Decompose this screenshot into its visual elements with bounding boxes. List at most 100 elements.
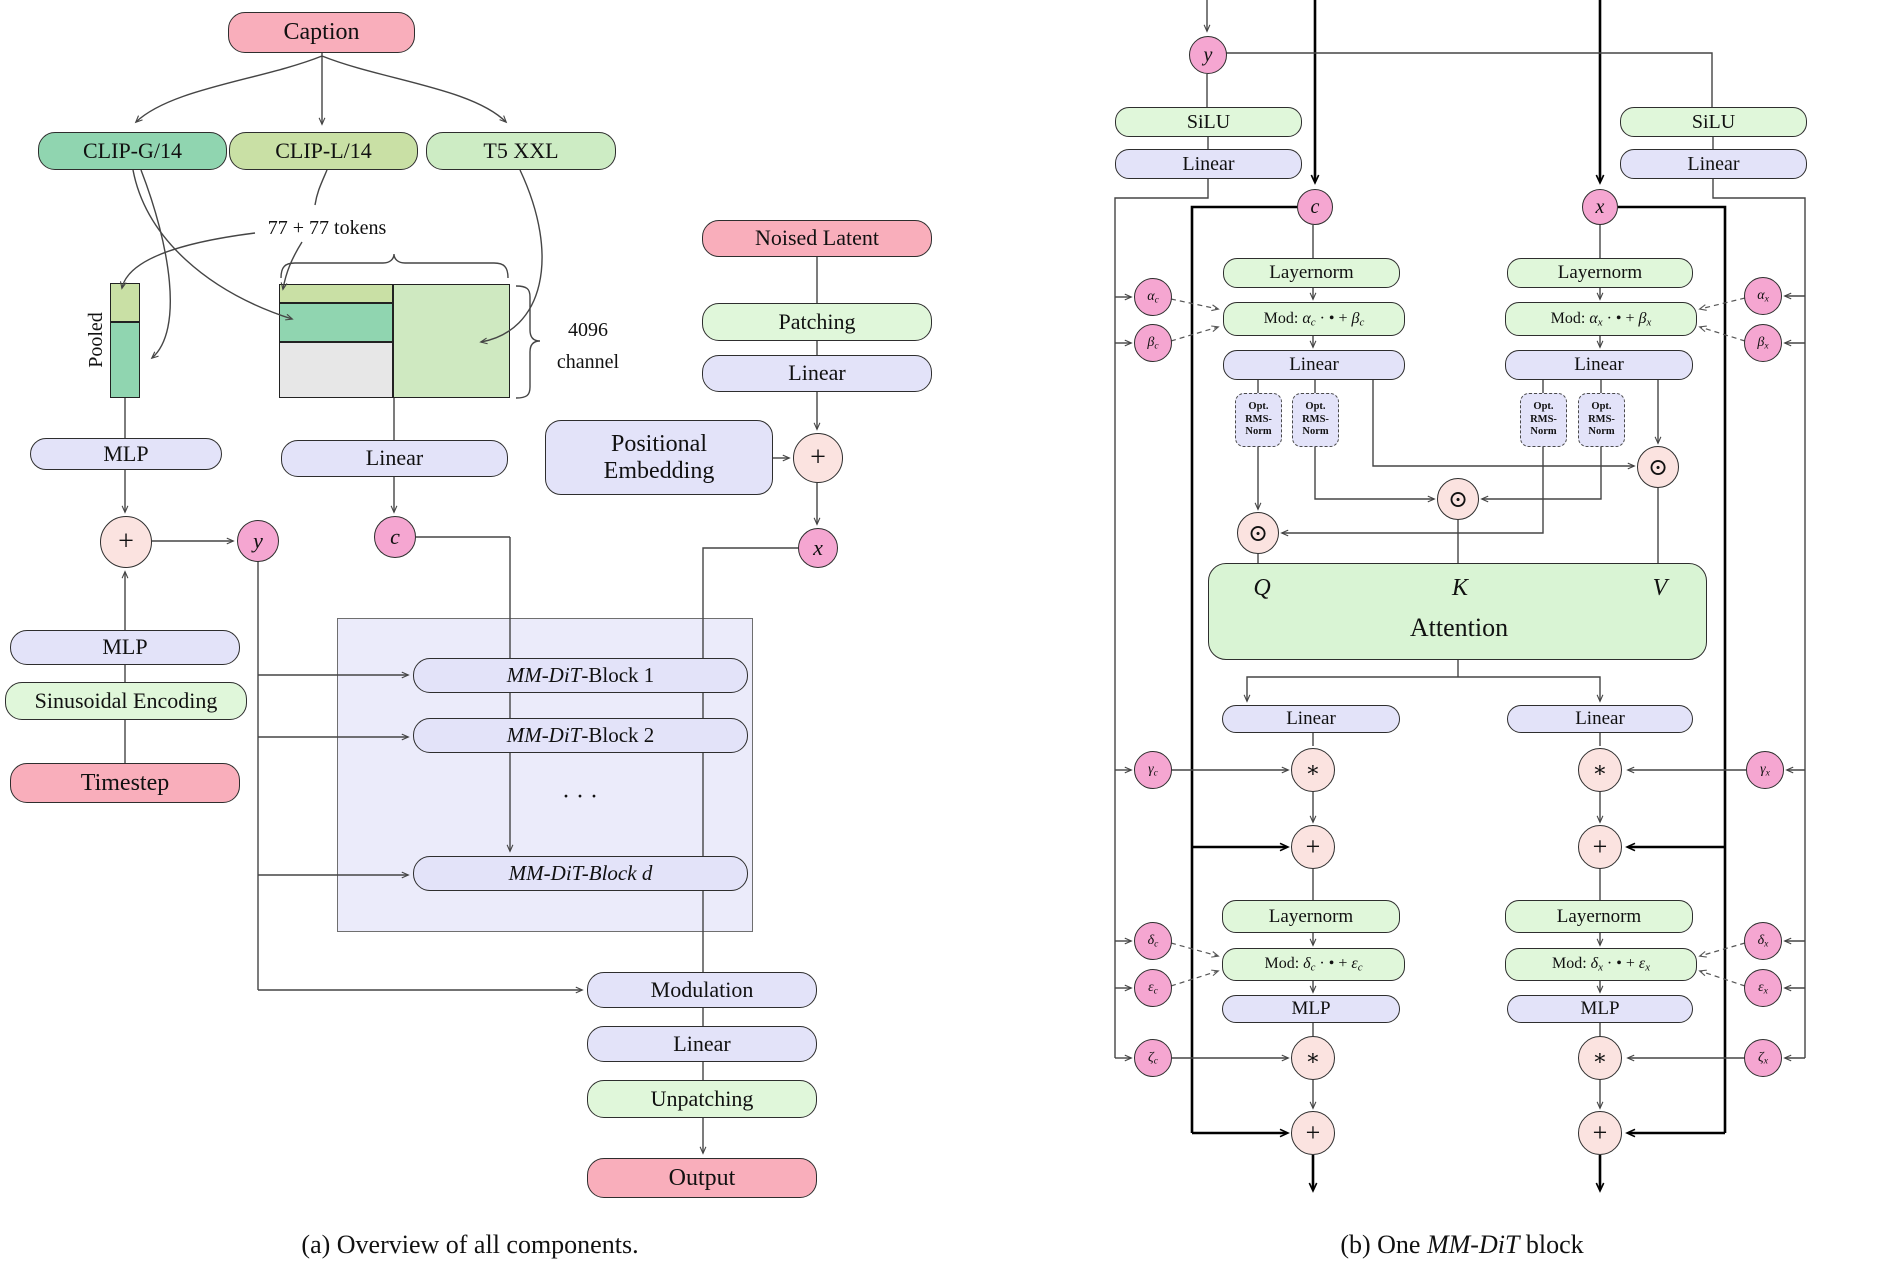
c-mlp-residual-node: + <box>1291 1111 1335 1155</box>
x-node: x <box>798 528 838 568</box>
zeta-x-param: ζx <box>1744 1039 1782 1077</box>
c-input-node: c <box>1297 189 1333 225</box>
x-k-rms-norm: Opt.RMS-Norm <box>1578 393 1625 447</box>
mmdit-block-1-name: MM-DiT <box>506 662 582 687</box>
x-attn-scale-node: ∗ <box>1578 748 1622 792</box>
attention-node: Q K V Attention <box>1208 563 1707 660</box>
c-silu: SiLU <box>1115 107 1302 137</box>
attention-output-wires <box>1243 660 1604 703</box>
token-matrix-clipg-strip <box>279 303 393 342</box>
attention-v-label: V <box>1652 575 1668 602</box>
clip-l-encoder: CLIP-L/14 <box>229 132 418 170</box>
positional-embedding-line2: Embedding <box>603 457 715 484</box>
gamma-c-param: γc <box>1134 751 1172 789</box>
encoder-output-curves <box>119 169 543 360</box>
gamma-x-param: γx <box>1746 751 1784 789</box>
skip-connection-wires <box>1190 205 1727 1138</box>
timestep-node: Timestep <box>10 763 240 803</box>
subcaption-a: (a) Overview of all components. <box>301 1230 639 1260</box>
attention-label: Attention <box>1409 613 1509 643</box>
modulation-dashed-arrows <box>1170 297 1746 987</box>
x-proj-linear: Linear <box>1507 705 1693 733</box>
x-qkv-linear: Linear <box>1505 350 1693 380</box>
y-add-node: + <box>100 516 152 568</box>
tokens-count-label: 77 + 77 tokens <box>267 216 387 239</box>
output-linear: Linear <box>587 1026 817 1062</box>
c-mlp: MLP <box>1222 995 1400 1023</box>
pooled-label: Pooled <box>84 312 107 368</box>
x-column-wires <box>1280 225 1662 563</box>
latent-chain-wires <box>699 257 821 1155</box>
k-concat-node: ⊙ <box>1437 478 1479 520</box>
alpha-c-param: αc <box>1134 278 1172 316</box>
zeta-c-param: ζc <box>1134 1039 1172 1077</box>
y-fanout-wires <box>1114 52 1806 1058</box>
c-attn-residual-node: + <box>1291 825 1335 869</box>
x-q-rms-norm: Opt.RMS-Norm <box>1520 393 1567 447</box>
caption-fanout-arrows <box>134 53 508 126</box>
unpatching-node: Unpatching <box>587 1080 817 1118</box>
tokens-brace <box>280 253 509 279</box>
token-matrix-padding-block <box>279 342 393 398</box>
x-layernorm-2: Layernorm <box>1505 900 1693 933</box>
c-mod-delta-epsilon: Mod: δc · • + εc <box>1222 948 1405 981</box>
y-input-node: y <box>1189 36 1227 74</box>
latent-linear: Linear <box>702 355 932 392</box>
y-distribution-wires <box>257 561 584 994</box>
param-stub-arrows <box>1115 292 1805 1062</box>
mmdit-block-2-index: -Block 2 <box>581 722 655 747</box>
latent-add-node: + <box>793 433 843 483</box>
c-node: c <box>374 516 416 558</box>
c-proj-linear: Linear <box>1222 705 1400 733</box>
beta-x-param: βx <box>1744 324 1782 362</box>
positional-embedding: Positional Embedding <box>545 420 773 495</box>
x-attn-residual-node: + <box>1578 825 1622 869</box>
pooled-chain-wires <box>121 398 235 763</box>
alpha-x-param: αx <box>1744 277 1782 315</box>
block-input-wires <box>1203 0 1605 185</box>
mmdit-block-d: MM-DiT-Block d <box>413 856 748 891</box>
blocks-ellipsis: · · · <box>562 784 598 811</box>
v-concat-node: ⊙ <box>1637 446 1679 488</box>
timestep-mlp: MLP <box>10 630 240 665</box>
delta-c-param: δc <box>1134 922 1172 960</box>
x-mlp-scale-node: ∗ <box>1578 1036 1622 1080</box>
channel-count-label: 4096 <box>568 318 608 341</box>
q-concat-node: ⊙ <box>1237 512 1279 554</box>
post-attention-wires <box>1308 733 1605 1193</box>
mmdit-block-1-index: -Block 1 <box>581 662 655 687</box>
x-input-node: x <box>1582 189 1618 225</box>
epsilon-c-param: εc <box>1134 969 1172 1007</box>
c-mlp-scale-node: ∗ <box>1291 1036 1335 1080</box>
modulation-node: Modulation <box>587 972 817 1008</box>
clip-g-encoder: CLIP-G/14 <box>38 132 227 170</box>
token-linear: Linear <box>281 440 508 477</box>
mmdit-block-1: MM-DiT-Block 1 <box>413 658 748 693</box>
t5-encoder: T5 XXL <box>426 132 616 170</box>
x-mod-delta-epsilon: Mod: δx · • + εx <box>1505 948 1697 981</box>
sinusoidal-encoding: Sinusoidal Encoding <box>5 682 247 720</box>
c-layernorm-2: Layernorm <box>1222 900 1400 933</box>
noised-latent-node: Noised Latent <box>702 220 932 257</box>
attention-q-label: Q <box>1253 575 1271 602</box>
c-k-rms-norm: Opt.RMS-Norm <box>1292 393 1339 447</box>
c-mod-alpha-beta: Mod: αc · • + βc <box>1223 302 1405 336</box>
caption-node: Caption <box>228 12 415 53</box>
x-mod-linear: Linear <box>1620 149 1807 179</box>
x-mod-alpha-beta: Mod: αx · • + βx <box>1505 302 1697 336</box>
beta-c-param: βc <box>1134 324 1172 362</box>
output-node: Output <box>587 1158 817 1198</box>
gamma-zeta-wires <box>1172 766 1746 1062</box>
x-mlp: MLP <box>1507 995 1693 1023</box>
mmdit-block-2-name: MM-DiT <box>506 722 582 747</box>
c-mod-linear: Linear <box>1115 149 1302 179</box>
c-layernorm-1: Layernorm <box>1223 258 1400 288</box>
c-qkv-linear: Linear <box>1223 350 1405 380</box>
x-mlp-residual-node: + <box>1578 1111 1622 1155</box>
x-silu: SiLU <box>1620 107 1807 137</box>
token-chain-wires <box>390 398 514 853</box>
pooled-clipg-segment <box>110 322 140 398</box>
epsilon-x-param: εx <box>1744 969 1782 1007</box>
